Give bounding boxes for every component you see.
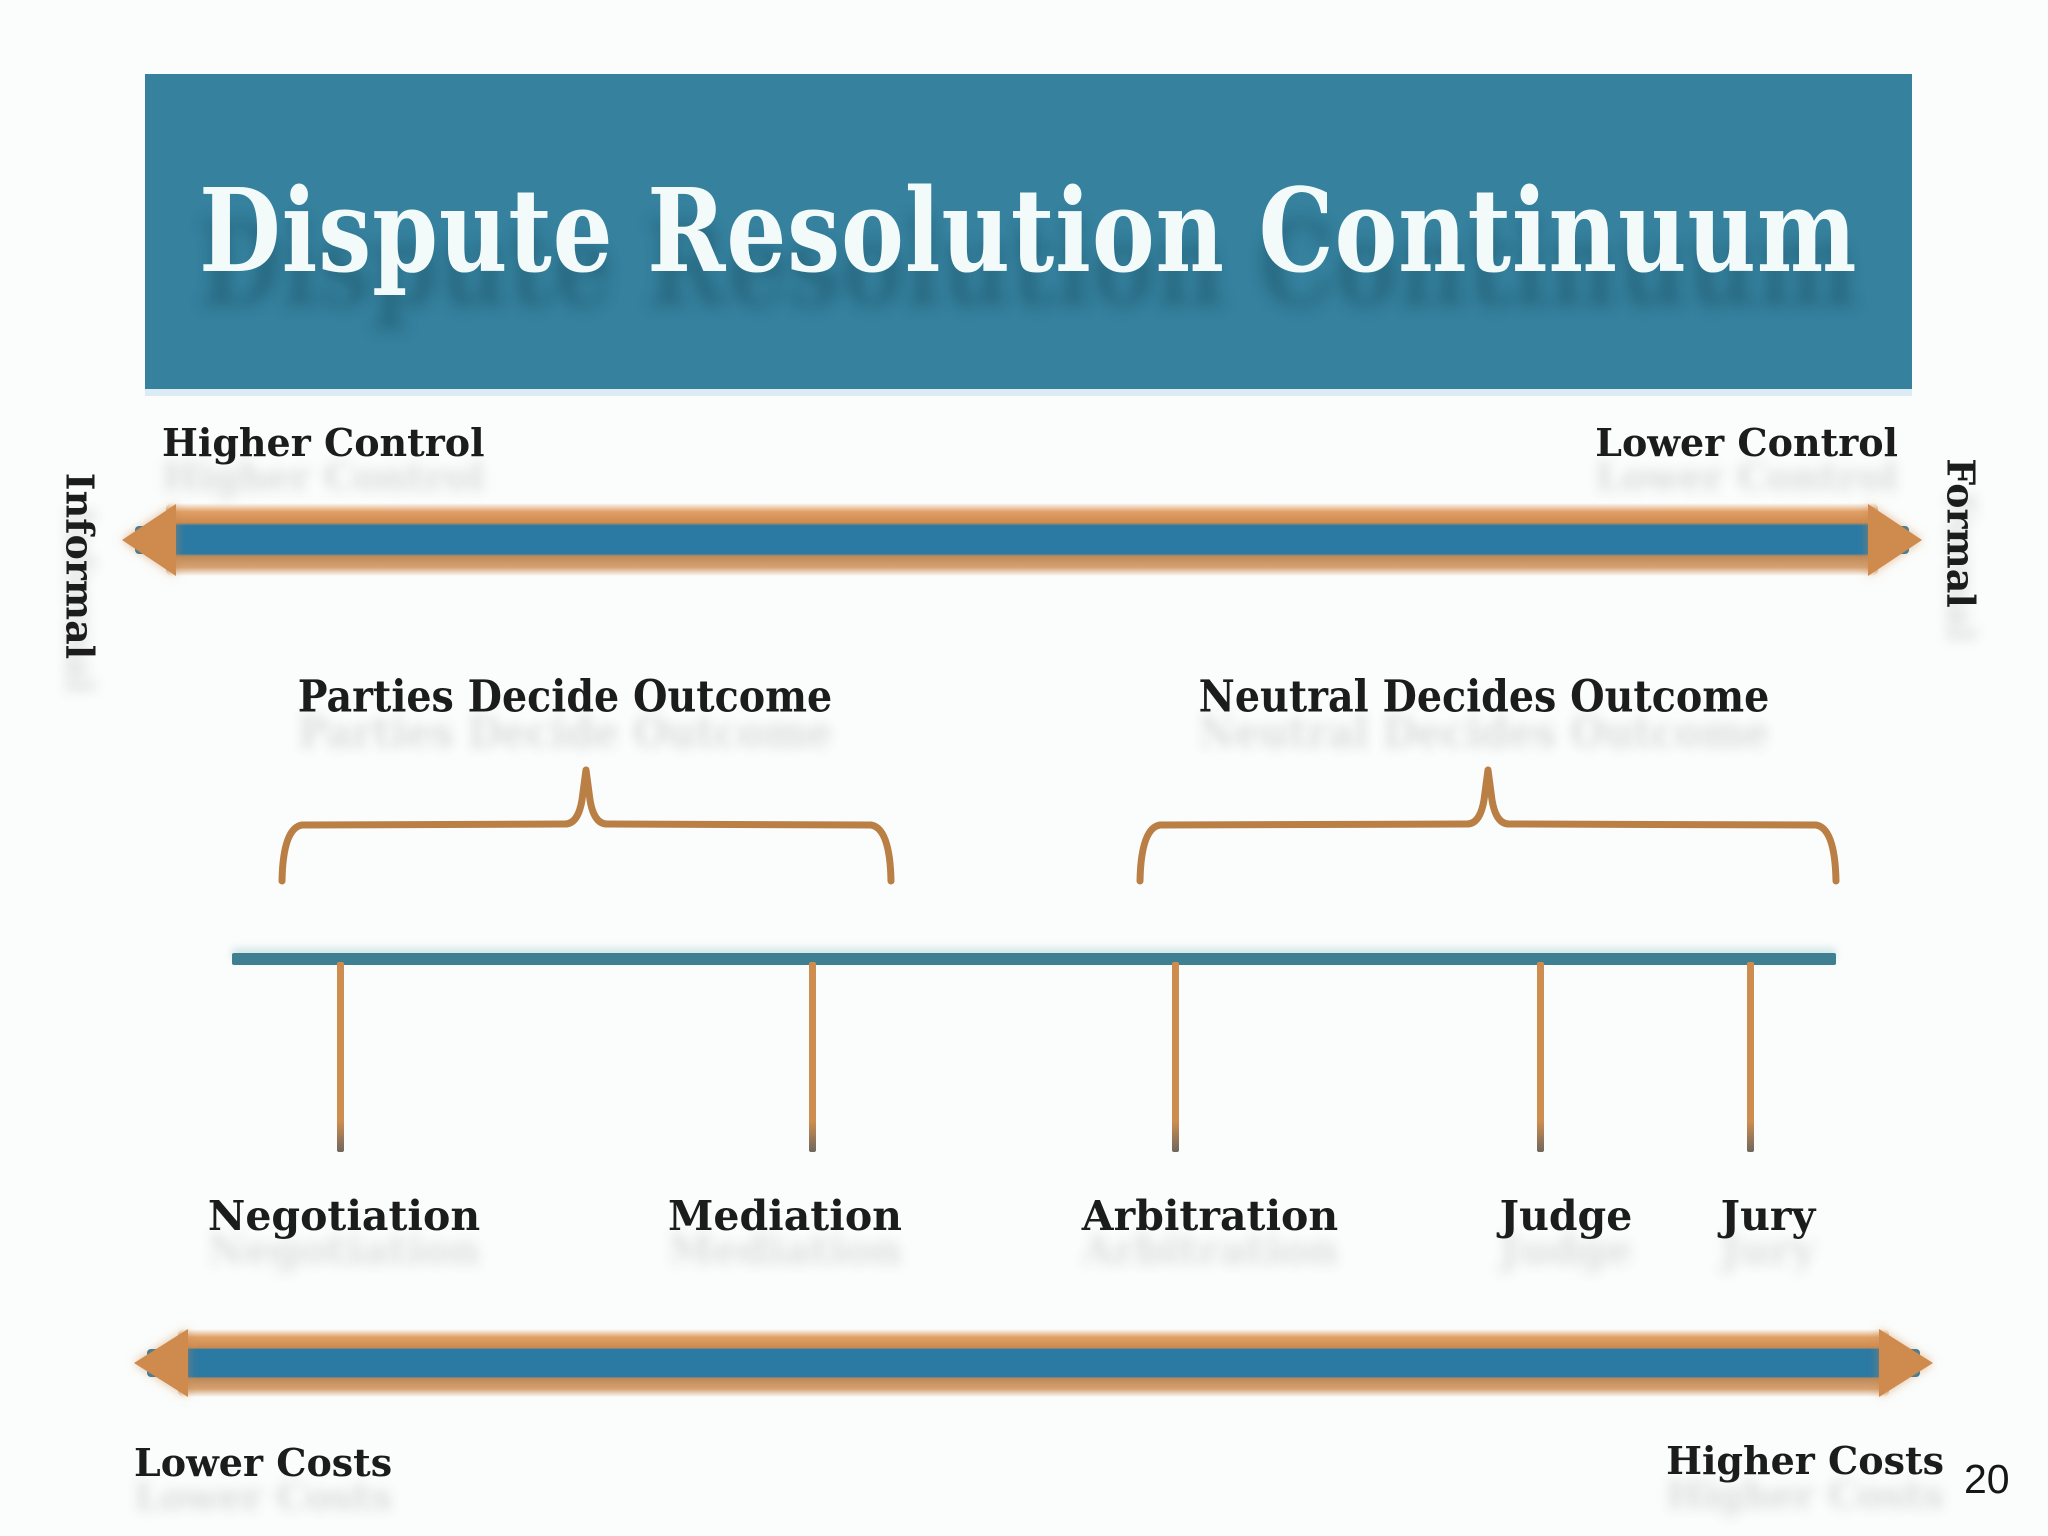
page-number: 20 [1964,1456,2010,1502]
label-higher-control: Higher Control [162,420,485,465]
cost-axis-arrow [134,1329,1933,1397]
label-higher-costs: Higher Costs [1666,1438,1944,1483]
arrowhead-right-icon [1868,503,1922,576]
group-label-parties: Parties Decide Outcome [297,671,833,723]
label-judge: Judge [1499,1192,1633,1240]
brace-left-icon [278,766,895,885]
label-arbitration: Arbitration [1081,1192,1339,1240]
group-label-neutral: Neutral Decides Outcome [1198,671,1770,723]
arrow-core [135,525,1909,554]
label-lower-costs: Lower Costs [134,1440,393,1485]
label-lower-control: Lower Control [1595,420,1898,465]
timeline-tick-negotiation [337,962,344,1152]
timeline-tick-arbitration [1172,962,1179,1152]
label-mediation: Mediation [668,1192,902,1240]
control-axis-arrow [122,503,1922,576]
arrowhead-left-icon [134,1329,188,1397]
label-informal: Informal [57,472,103,660]
timeline-tick-judge [1537,962,1544,1152]
arrowhead-right-icon [1879,1329,1933,1397]
page-title: Dispute Resolution Continuum [199,164,1858,299]
label-formal: Formal [1938,458,1984,608]
arrow-core [147,1349,1920,1377]
arrowhead-left-icon [122,503,176,576]
label-negotiation: Negotiation [207,1192,481,1240]
label-jury: Jury [1720,1192,1816,1240]
timeline-tick-jury [1747,962,1754,1152]
timeline-tick-mediation [809,962,816,1152]
title-banner: Dispute Resolution Continuum [145,74,1912,389]
timeline-line [232,953,1836,965]
brace-right-icon [1136,766,1840,885]
